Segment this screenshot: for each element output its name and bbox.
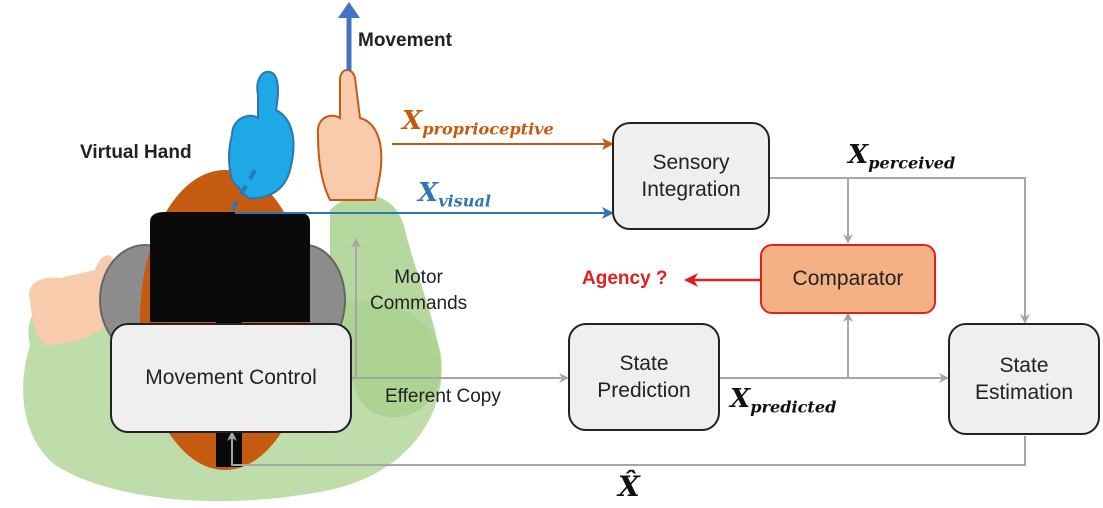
state-prediction-line2: Prediction [597, 379, 691, 402]
comparator-box: Comparator [760, 244, 936, 314]
agency-label: Agency ? [582, 268, 668, 289]
x-perceived-sub: perceived [868, 153, 956, 173]
motor-commands-label: Motor Commands [370, 265, 467, 316]
state-prediction-box: State Prediction [568, 323, 720, 431]
x-perceived-base: X [848, 140, 869, 170]
x-predicted-base: X [730, 384, 751, 414]
x-predicted-sub: predicted [750, 397, 837, 417]
virtual-hand-dashed-link [230, 163, 260, 212]
x-perceived-label: Xperceived [848, 140, 955, 173]
sensory-integration-line2: Integration [641, 178, 741, 201]
perceived-arrow [770, 177, 1030, 324]
person-illustration [23, 69, 442, 502]
movement-control-box: Movement Control [110, 323, 352, 433]
x-hat-label: X̂ [618, 470, 640, 503]
state-estimation-line2: Estimation [974, 381, 1074, 404]
right-arm-shape [330, 195, 441, 418]
comparator-label: Comparator [792, 267, 904, 291]
movement-control-label: Movement Control [145, 366, 317, 390]
estimate-feedback-arrow [227, 431, 1026, 466]
sensory-integration-line1: Sensory [652, 150, 730, 174]
virtual-hand-icon [228, 70, 295, 200]
left-hand-shape [29, 255, 120, 345]
x-predicted-label: Xpredicted [730, 384, 836, 417]
movement-label: Movement [358, 30, 452, 51]
motor-commands-line1: Motor [394, 267, 443, 288]
x-visual-label: Xvisual [418, 178, 491, 211]
x-visual-base: X [418, 178, 439, 208]
x-proprioceptive-label: Xproprioceptive [402, 106, 554, 139]
right-hand-icon [316, 69, 383, 201]
efferent-copy-label: Efferent Copy [385, 386, 501, 407]
state-prediction-line1: State [619, 351, 669, 375]
state-estimation-box: State Estimation [948, 323, 1100, 435]
state-estimation-line1: State [999, 353, 1049, 377]
x-visual-sub: visual [438, 191, 492, 211]
virtual-hand-label: Virtual Hand [80, 142, 192, 163]
sensory-integration-box: Sensory Integration [612, 122, 770, 230]
x-proprioceptive-sub: proprioceptive [422, 119, 554, 139]
movement-arrowhead [338, 2, 360, 18]
motor-commands-line2: Commands [370, 292, 468, 314]
x-proprioceptive-base: X [402, 106, 423, 136]
